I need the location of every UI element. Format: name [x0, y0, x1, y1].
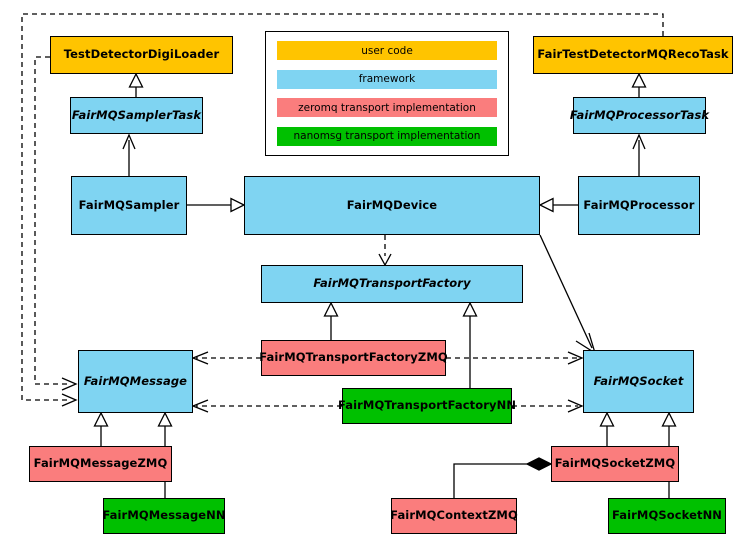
- edge-processor-to-device: [538, 197, 578, 213]
- class-label: FairMQContextZMQ: [390, 508, 518, 523]
- class-label: FairMQMessage: [83, 373, 188, 388]
- class-label: FairMQMessageZMQ: [33, 456, 168, 471]
- edge-device-to-socket: [539, 234, 597, 355]
- legend-label-user-code: user code: [361, 44, 413, 57]
- class-label: TestDetectorDigiLoader: [63, 47, 220, 62]
- legend-item-framework: framework: [277, 69, 497, 89]
- class-label: FairTestDetectorMQRecoTask: [537, 47, 729, 62]
- class-label: FairMQSocketNN: [611, 508, 723, 523]
- class-node-fairmqsocket[interactable]: FairMQSocket: [583, 350, 694, 413]
- edge-processor-to-processortask: [632, 133, 646, 176]
- class-label: FairMQSocket: [593, 373, 684, 388]
- class-node-fairmqsamplertask[interactable]: FairMQSamplerTask: [70, 97, 203, 134]
- class-label: FairMQProcessor: [583, 197, 695, 212]
- class-node-fairmqprocessortask[interactable]: FairMQProcessorTask: [569, 97, 710, 134]
- class-node-testdetectordigiloader[interactable]: TestDetectorDigiLoader: [50, 36, 233, 74]
- class-node-fairmqprocessor[interactable]: FairMQProcessor: [578, 176, 700, 235]
- legend-item-nanomsg: nanomsg transport implementation: [277, 126, 497, 146]
- edge-device-to-transportfactory: [378, 235, 392, 267]
- class-node-fairmqmessage[interactable]: FairMQMessage: [78, 350, 193, 413]
- edge-socketzmq-to-socket: [599, 411, 615, 446]
- legend-label-nanomsg: nanomsg transport implementation: [293, 130, 481, 143]
- class-node-fairmqtransportfactoryzmq[interactable]: FairMQTransportFactoryZMQ: [259, 340, 448, 376]
- edge-factorynn-to-message: [191, 399, 342, 413]
- class-label: FairMQProcessorTask: [569, 107, 710, 122]
- class-node-fairmqmessagenn[interactable]: FairMQMessageNN: [102, 498, 226, 534]
- edge-factoryzmq-to-message: [191, 351, 261, 365]
- class-label: FairMQTransportFactoryZMQ: [259, 350, 448, 365]
- edge-sampler-to-device: [187, 197, 246, 213]
- class-label: FairMQSampler: [78, 197, 180, 212]
- edge-messagezmq-to-message: [93, 411, 109, 446]
- edge-recotask-to-message: [21, 13, 664, 407]
- class-node-fairmqcontextzmq[interactable]: FairMQContextZMQ: [390, 498, 518, 534]
- edge-factoryzmq-to-factory: [323, 301, 339, 340]
- class-node-fairmqmessagezmq[interactable]: FairMQMessageZMQ: [29, 446, 172, 482]
- class-node-fairmqsampler[interactable]: FairMQSampler: [71, 176, 187, 235]
- class-label: FairMQMessageNN: [102, 508, 226, 523]
- edge-factoryzmq-to-socket: [446, 351, 584, 365]
- legend-item-user-code: user code: [277, 41, 497, 60]
- edge-factorynn-to-factory: [462, 301, 478, 388]
- class-node-fairmqsocketzmq[interactable]: FairMQSocketZMQ: [551, 446, 679, 482]
- class-label: FairMQTransportFactoryNN: [337, 398, 517, 413]
- edge-sampler-to-samplertask: [122, 133, 136, 176]
- edge-digiloader-to-message: [34, 56, 78, 391]
- class-node-fairmqtransportfactory[interactable]: FairMQTransportFactory: [261, 265, 523, 303]
- class-node-fairmqdevice[interactable]: FairMQDevice: [244, 176, 540, 235]
- legend-label-zeromq: zeromq transport implementation: [298, 101, 476, 114]
- class-node-fairmqsocketnn[interactable]: FairMQSocketNN: [608, 498, 726, 534]
- legend-item-zeromq: zeromq transport implementation: [277, 98, 497, 118]
- class-node-fairtestdetectormqrecotask[interactable]: FairTestDetectorMQRecoTask: [533, 36, 733, 74]
- class-label: FairMQTransportFactory: [313, 276, 471, 291]
- class-label: FairMQDevice: [346, 197, 438, 212]
- class-node-fairmqtransportfactorynn[interactable]: FairMQTransportFactoryNN: [338, 388, 516, 424]
- edge-contextzmq-to-socketzmq: [453, 457, 553, 498]
- legend-panel: user code framework zeromq transport imp…: [265, 31, 509, 156]
- edge-factorynn-to-socket: [512, 399, 584, 413]
- edge-processortask-to-recotask: [631, 72, 647, 97]
- class-label: FairMQSamplerTask: [71, 107, 202, 122]
- edge-samplertask-to-digiloader: [128, 72, 144, 97]
- legend-label-framework: framework: [358, 73, 416, 86]
- class-label: FairMQSocketZMQ: [554, 456, 676, 471]
